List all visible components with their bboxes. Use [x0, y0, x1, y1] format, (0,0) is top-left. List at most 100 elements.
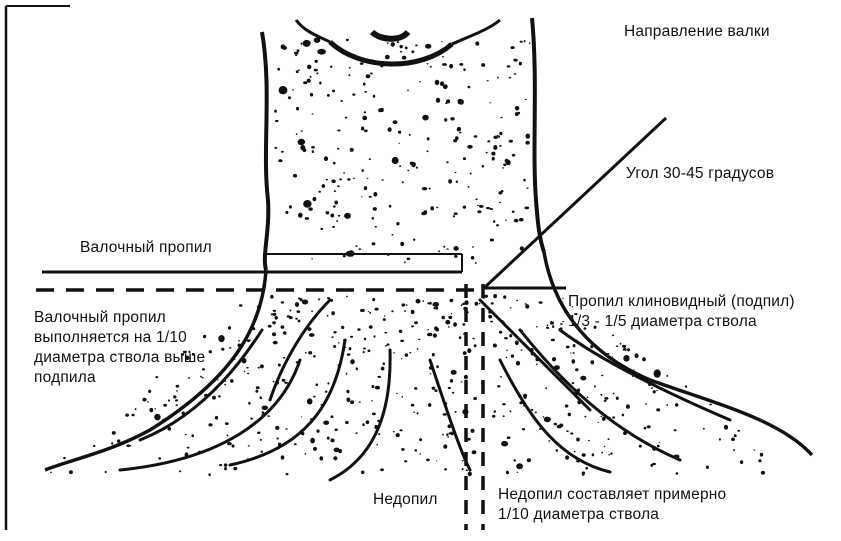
bark-speckle: [429, 188, 431, 190]
bark-speckle: [506, 357, 508, 359]
bark-speckle: [462, 303, 465, 305]
bark-speckle: [327, 382, 329, 384]
bark-speckle: [355, 432, 357, 434]
bark-speckle: [377, 376, 381, 378]
bark-speckle: [312, 150, 314, 153]
bark-speckle: [388, 380, 389, 381]
bark-speckle: [276, 381, 279, 385]
bark-speckle: [523, 404, 526, 407]
bark-speckle: [308, 327, 312, 331]
bark-speckle: [462, 323, 465, 326]
bark-speckle: [375, 308, 379, 311]
bark-speckle: [315, 60, 318, 63]
bark-speckle: [393, 120, 398, 124]
bark-speckle: [311, 258, 313, 259]
bark-speckle: [281, 325, 285, 328]
bark-speckle: [294, 443, 297, 445]
bark-speckle: [404, 261, 406, 263]
bark-speckle: [175, 404, 178, 406]
bark-speckle: [302, 300, 308, 305]
bark-speckle: [334, 201, 338, 205]
bark-speckle: [339, 178, 342, 180]
bark-speckle: [459, 132, 461, 134]
bark-speckle: [575, 368, 578, 371]
bark-speckle: [310, 93, 313, 97]
bark-speckle: [429, 302, 432, 305]
bark-speckle: [327, 437, 330, 440]
bark-speckle: [272, 332, 276, 336]
bark-speckle: [173, 395, 176, 398]
bark-speckle: [105, 471, 107, 473]
bark-speckle: [612, 335, 614, 337]
bark-speckle: [446, 433, 448, 436]
bark-speckle: [548, 440, 550, 441]
bark-speckle: [590, 360, 594, 364]
bark-speckle: [463, 206, 466, 209]
bark-speckle: [364, 129, 368, 132]
bark-speckle: [659, 442, 661, 443]
bark-speckle: [350, 148, 354, 152]
bark-speckle: [592, 453, 595, 456]
bark-speckle: [400, 45, 403, 48]
bark-speckle: [373, 207, 377, 211]
bark-speckle: [433, 333, 437, 337]
bark-speckle: [303, 148, 307, 152]
felling-cut-label: Валочный пропил: [80, 238, 212, 258]
felling-direction-label: Направление валки: [624, 22, 770, 42]
bark-speckle: [185, 452, 189, 457]
bark-speckle: [473, 397, 477, 400]
bark-speckle: [499, 202, 501, 204]
bark-speckle: [414, 321, 418, 324]
bark-speckle: [572, 359, 576, 363]
bark-speckle: [608, 438, 610, 440]
bark-speckle: [369, 312, 371, 314]
bark-speckle: [487, 80, 489, 81]
bark-speckle: [374, 425, 378, 429]
bark-speckle: [662, 385, 664, 386]
bark-speckle: [305, 352, 307, 354]
bark-speckle: [443, 444, 447, 448]
bark-speckle: [656, 390, 657, 391]
bark-speckle: [372, 298, 375, 301]
bark-speckle: [650, 464, 653, 467]
root: [270, 300, 330, 400]
bark-speckle: [470, 173, 472, 175]
bark-speckle: [491, 302, 494, 304]
bark-speckle: [346, 39, 349, 41]
bark-speckle: [496, 224, 499, 226]
bark-speckle: [523, 179, 525, 182]
bark-speckle: [252, 327, 255, 330]
bark-speckle: [428, 403, 431, 407]
bark-speckle: [402, 303, 406, 306]
bark-speckle: [527, 188, 529, 189]
bark-speckle: [332, 226, 335, 228]
bark-speckle: [514, 219, 519, 223]
bark-speckle: [507, 436, 511, 439]
bark-speckle: [217, 379, 218, 380]
bark-speckle: [706, 466, 709, 469]
bark-speckle: [260, 439, 262, 441]
bark-speckle: [448, 179, 452, 183]
bark-speckle: [332, 336, 334, 338]
bark-speckle: [425, 44, 431, 49]
bark-speckle: [576, 438, 580, 442]
bark-speckle: [623, 355, 629, 362]
bark-speckle: [434, 326, 438, 330]
bark-speckle: [506, 350, 508, 351]
bark-speckle: [492, 415, 495, 418]
bark-speckle: [333, 345, 336, 348]
bark-speckle: [373, 95, 376, 98]
bark-speckle: [247, 339, 251, 342]
bark-speckle: [519, 62, 522, 66]
bark-speckle: [238, 340, 240, 342]
bark-speckle: [623, 431, 627, 435]
bark-speckle: [565, 455, 569, 459]
bark-speckle: [289, 316, 293, 319]
bark-speckle: [271, 313, 274, 315]
bark-speckle: [459, 63, 463, 66]
bark-speckle: [262, 411, 265, 414]
bark-speckle: [353, 178, 355, 179]
bark-speckle: [158, 457, 161, 459]
bark-speckle: [360, 309, 365, 312]
bark-speckle: [463, 157, 466, 160]
